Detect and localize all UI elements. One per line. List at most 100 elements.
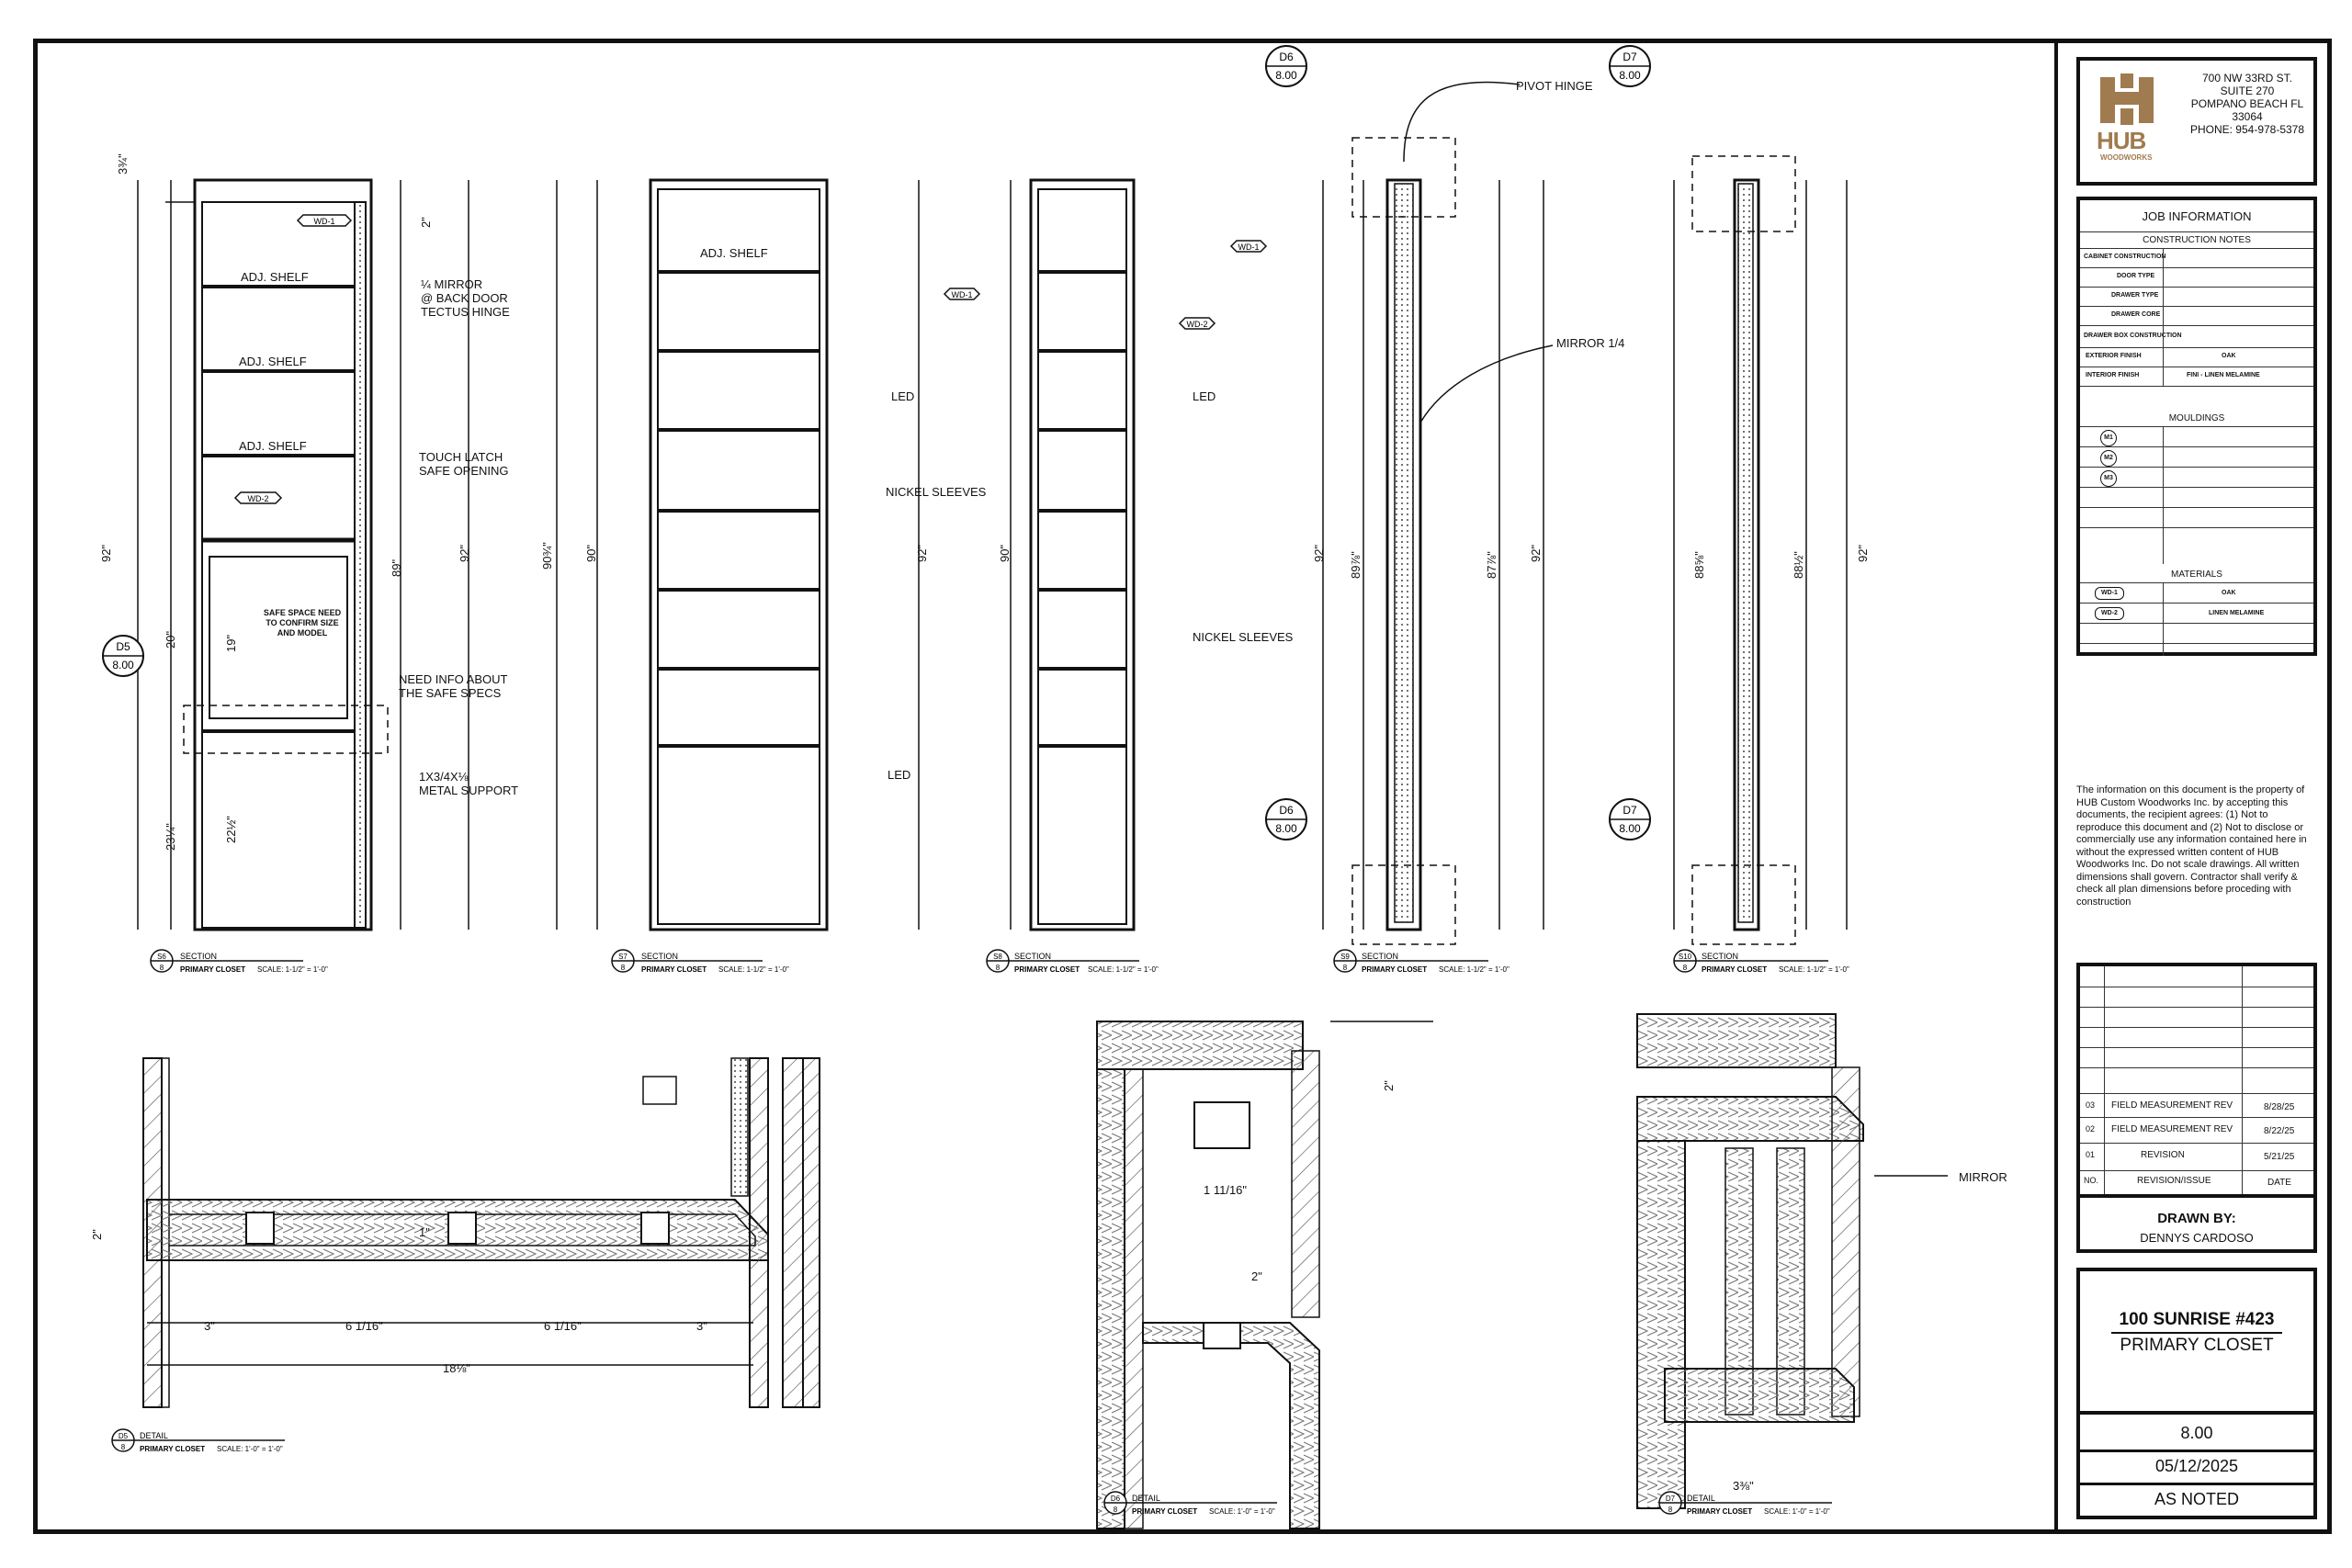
detail-d5: [142, 1057, 820, 1408]
svg-text:S6: S6: [157, 953, 166, 961]
detail-d7: [1636, 1013, 1948, 1509]
project-name: 100 SUNRISE #423: [2119, 1310, 2275, 1329]
company-block: HUB WOODWORKS 700 NW 33RD ST. SUITE 270 …: [2076, 57, 2317, 186]
note-mirror-1: ¼ MIRROR: [421, 277, 482, 291]
svg-text:8.00: 8.00: [1619, 822, 1641, 835]
project-room: PRIMARY CLOSET: [2120, 1336, 2274, 1355]
note-mirror-d7: MIRROR: [1959, 1170, 2007, 1184]
svg-text:D6: D6: [1111, 1495, 1121, 1503]
svg-text:SCALE: 1'-0" = 1'-0": SCALE: 1'-0" = 1'-0": [1764, 1507, 1830, 1516]
material-value-wd2: LINEN MELAMINE: [2209, 610, 2265, 616]
revision-header-date: DATE: [2267, 1178, 2291, 1188]
logo-subtext: WOODWORKS: [2100, 153, 2153, 162]
dim-89-s6: 89": [390, 559, 403, 577]
note-need-info-2: THE SAFE SPECS: [399, 686, 502, 700]
detail-d6: [1096, 1021, 1433, 1529]
dim-20-s6: 20": [164, 631, 177, 649]
svg-text:D5: D5: [119, 1432, 129, 1440]
dim-90-s8: 90": [998, 545, 1012, 562]
svg-text:SCALE: 1'-0" = 1'-0": SCALE: 1'-0" = 1'-0": [217, 1445, 283, 1453]
dim-87-78-s9: 87⅞": [1485, 551, 1498, 579]
dim-3-38-d7: 3⅜": [1733, 1479, 1754, 1493]
svg-text:D6: D6: [1279, 51, 1294, 63]
job-info-title: JOB INFORMATION: [2142, 209, 2252, 223]
svg-text:8: 8: [1683, 964, 1688, 972]
note-led-s7a: LED: [891, 389, 914, 403]
sheet-info-block: 8.00 05/12/2025 AS NOTED: [2076, 1411, 2317, 1519]
revision-date-01: 5/21/25: [2264, 1152, 2295, 1162]
section-s9: [1322, 81, 1554, 945]
svg-text:SECTION: SECTION: [641, 952, 678, 961]
svg-text:WD-1: WD-1: [952, 290, 973, 299]
revision-desc-01: REVISION: [2141, 1150, 2185, 1160]
callout-d5: D5 8.00: [102, 635, 144, 677]
dim-1-11-16-d6: 1 11/16": [1204, 1183, 1247, 1197]
svg-text:PRIMARY CLOSET: PRIMARY CLOSET: [140, 1445, 205, 1453]
svg-text:SCALE: 1-1/2" = 1'-0": SCALE: 1-1/2" = 1'-0": [1088, 965, 1159, 974]
view-label-s7: S7 8 SECTION PRIMARY CLOSET SCALE: 1-1/2…: [611, 949, 789, 974]
section-s6: [137, 178, 469, 931]
disclaimer-text: The information on this document is the …: [2076, 784, 2307, 908]
address-line-3: POMPANO BEACH FL: [2190, 97, 2304, 110]
section-s7: [556, 178, 920, 931]
svg-text:PRIMARY CLOSET: PRIMARY CLOSET: [1014, 965, 1080, 974]
dim-3-d5b: 3": [696, 1319, 707, 1333]
svg-text:SCALE: 1-1/2" = 1'-0": SCALE: 1-1/2" = 1'-0": [718, 965, 789, 974]
dim-6-d5a: 6 1/16": [345, 1319, 383, 1333]
wd-tag-1: WD-1: [296, 214, 353, 227]
revision-table: 03 FIELD MEASUREMENT REV 8/28/25 02 FIEL…: [2076, 963, 2317, 1198]
moulding-tag-m1: M1: [2100, 430, 2117, 446]
svg-text:8.00: 8.00: [1275, 822, 1297, 835]
wd-tag-2: WD-2: [233, 491, 283, 504]
mouldings-title: MOULDINGS: [2168, 413, 2225, 423]
revision-no-03: 03: [2086, 1100, 2096, 1110]
callout-d6-bottom: D6 8.00: [1265, 798, 1307, 840]
svg-text:D5: D5: [116, 640, 130, 653]
note-mirror-3: TECTUS HINGE: [421, 305, 510, 319]
svg-text:8.00: 8.00: [112, 659, 134, 671]
svg-text:D7: D7: [1623, 51, 1637, 63]
svg-text:SCALE: 1-1/2" = 1'-0": SCALE: 1-1/2" = 1'-0": [1439, 965, 1510, 974]
view-label-s10: S10 8 SECTION PRIMARY CLOSET SCALE: 1-1/…: [1673, 949, 1849, 974]
materials-table: WD-1 OAK WD-2 LINEN MELAMINE: [2080, 582, 2313, 656]
dim-22-s6: 22½": [224, 816, 238, 843]
revision-date-02: 8/22/25: [2264, 1126, 2295, 1136]
svg-text:PRIMARY CLOSET: PRIMARY CLOSET: [1132, 1507, 1197, 1516]
revision-grid: [2080, 966, 2313, 1194]
revision-no-02: 02: [2086, 1124, 2096, 1134]
dim-92b-s9: 92": [1529, 545, 1543, 562]
note-nickel-sleeves-s7: NICKEL SLEEVES: [886, 485, 987, 499]
svg-text:WD-1: WD-1: [1238, 243, 1260, 252]
svg-text:WD-1: WD-1: [314, 217, 335, 226]
section-s8: [1010, 178, 1136, 931]
svg-text:WD-2: WD-2: [1187, 320, 1208, 329]
drawing-sheet-border: [33, 39, 2332, 1534]
materials-title: MATERIALS: [2171, 570, 2222, 580]
svg-text:8: 8: [121, 1443, 126, 1451]
moulding-tag-m3: M3: [2100, 470, 2117, 487]
svg-text:PRIMARY CLOSET: PRIMARY CLOSET: [641, 965, 707, 974]
dim-88-12-s10: 88½": [1792, 551, 1805, 579]
material-tag-wd1: WD-1: [2095, 587, 2124, 600]
svg-text:PRIMARY CLOSET: PRIMARY CLOSET: [1362, 965, 1427, 974]
view-label-s8: S8 8 SECTION PRIMARY CLOSET SCALE: 1-1/2…: [986, 949, 1159, 974]
note-pivot-hinge: PIVOT HINGE: [1516, 79, 1593, 93]
note-touch-latch-2: SAFE OPENING: [419, 464, 509, 478]
note-nickel-sleeves-s8: NICKEL SLEEVES: [1193, 630, 1294, 644]
revision-no-01: 01: [2086, 1150, 2096, 1159]
view-label-s6: S6 8 SECTION PRIMARY CLOSET SCALE: 1-1/2…: [150, 949, 328, 974]
dim-89-78-s9: 89⅞": [1349, 551, 1363, 579]
sheet-number: 8.00: [2180, 1424, 2213, 1442]
material-value-wd1: OAK: [2222, 590, 2236, 596]
svg-text:S8: S8: [993, 953, 1002, 961]
logo-text: HUB: [2097, 127, 2146, 154]
dim-3-d5a: 3": [204, 1319, 215, 1333]
svg-text:DETAIL: DETAIL: [1687, 1494, 1715, 1503]
sheet-scale: AS NOTED: [2154, 1490, 2239, 1508]
dim-23-s6: 23¼": [164, 823, 177, 851]
svg-text:PRIMARY CLOSET: PRIMARY CLOSET: [1702, 965, 1767, 974]
view-label-s9: S9 8 SECTION PRIMARY CLOSET SCALE: 1-1/2…: [1333, 949, 1510, 974]
drawn-by-name: DENNYS CARDOSO: [2140, 1231, 2254, 1245]
dim-19-s6: 19": [224, 635, 238, 652]
